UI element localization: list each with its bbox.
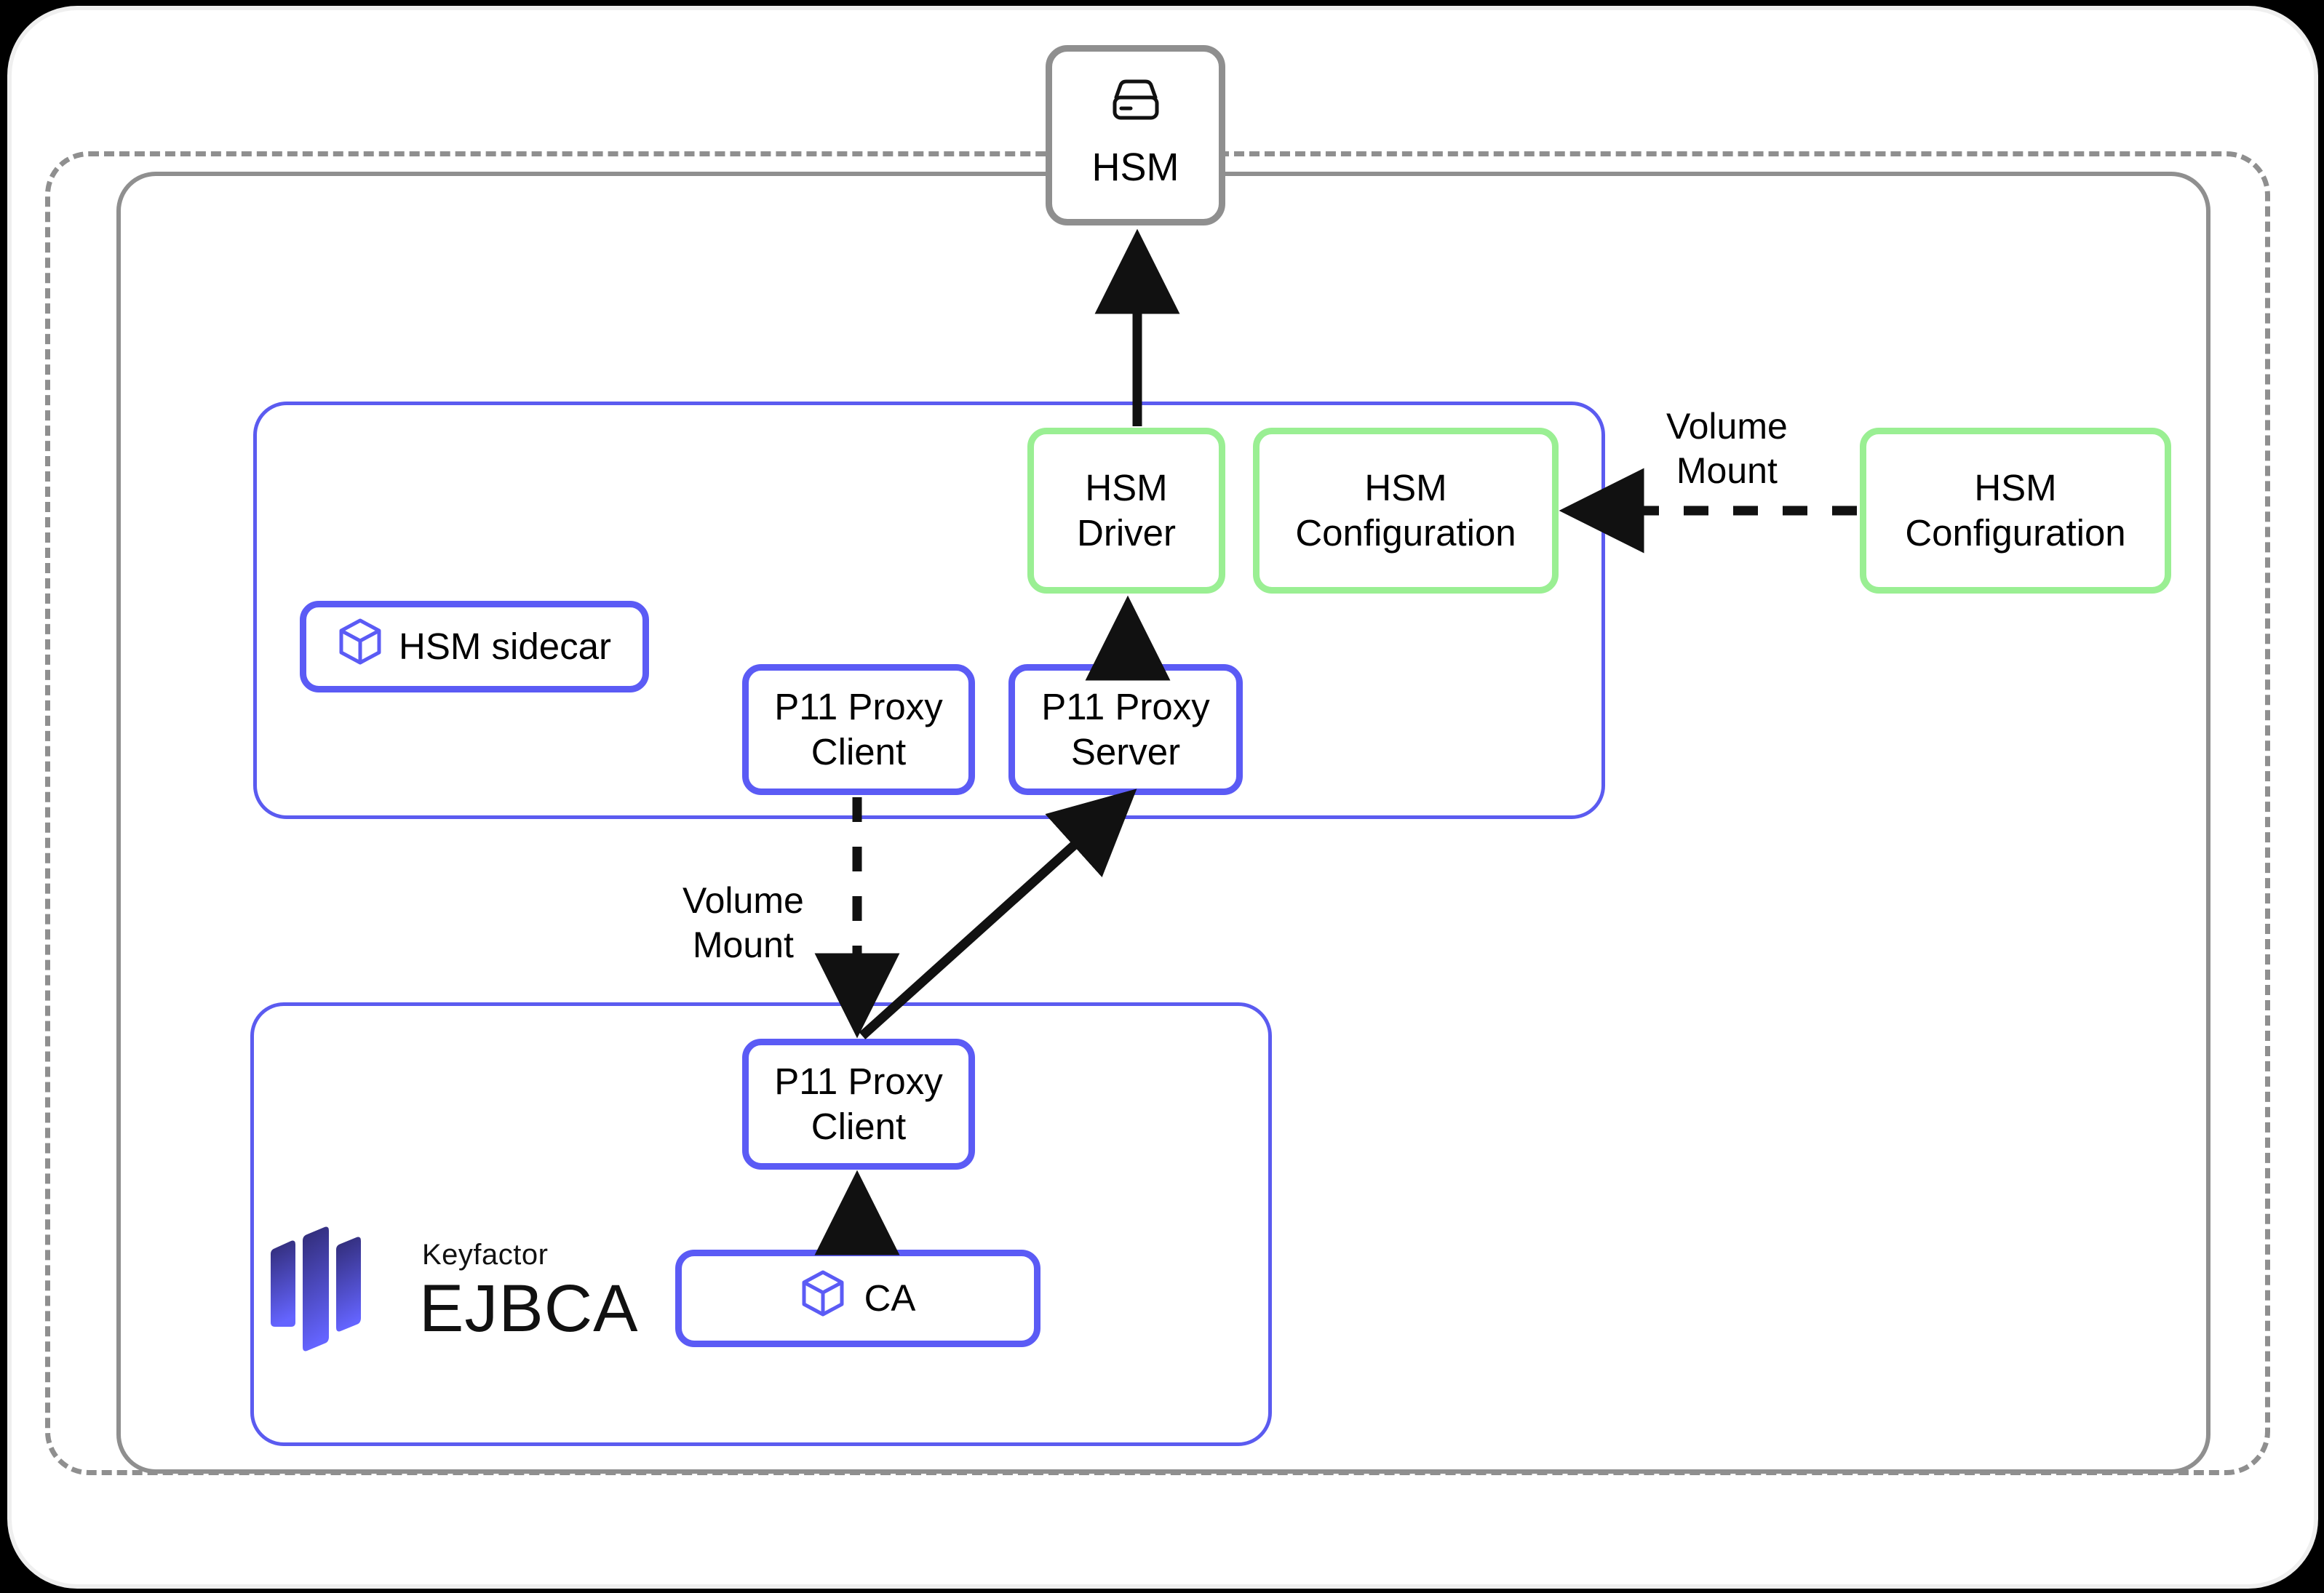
ejbca-group-boundary — [250, 1002, 1272, 1446]
node-hsm-configuration-outer-label-line2: Configuration — [1905, 512, 2126, 554]
node-p11-proxy-client-top-label-line2: Client — [811, 731, 907, 772]
node-hsm-label: HSM — [1091, 145, 1179, 189]
node-p11-proxy-server-label-line2: Server — [1070, 731, 1181, 772]
node-hsm-configuration-outer-label-line1: HSM — [1974, 466, 2057, 508]
edge-label-volume-mount-vertical: Volume Mount — [683, 879, 804, 967]
node-p11-proxy-server-label-line1: P11 Proxy — [1041, 685, 1210, 727]
node-hsm-configuration-inner[interactable]: HSM Configuration — [1253, 428, 1559, 594]
node-hsm-driver[interactable]: HSM Driver — [1027, 428, 1225, 594]
node-hsm-configuration-inner-label-line2: Configuration — [1295, 512, 1516, 554]
node-p11-proxy-client-bottom-label-line1: P11 Proxy — [774, 1060, 943, 1102]
node-hsm-configuration-inner-label-line1: HSM — [1364, 466, 1447, 508]
hsm-device-icon — [1109, 79, 1163, 134]
edge-label-volume-mount-vertical-line1: Volume — [683, 880, 804, 921]
edge-label-volume-mount-horizontal: Volume Mount — [1666, 404, 1788, 493]
node-p11-proxy-server[interactable]: P11 Proxy Server — [1008, 664, 1243, 795]
edge-label-volume-mount-horizontal-line1: Volume — [1666, 406, 1788, 447]
keyfactor-mark-icon — [262, 1221, 400, 1362]
edge-label-volume-mount-vertical-line2: Mount — [692, 925, 794, 965]
node-ca[interactable]: CA — [675, 1250, 1040, 1347]
keyfactor-ejbca-logo: Keyfactor EJBCA — [262, 1207, 638, 1375]
keyfactor-brand-text: Keyfactor — [422, 1239, 549, 1271]
ejbca-wordmark: Keyfactor EJBCA — [419, 1240, 639, 1342]
node-hsm[interactable]: HSM — [1046, 45, 1225, 225]
node-p11-proxy-client-top-label-line1: P11 Proxy — [774, 685, 943, 727]
node-p11-proxy-client-bottom-label-line2: Client — [811, 1106, 907, 1147]
node-ca-label: CA — [864, 1277, 916, 1319]
node-hsm-driver-label-line2: Driver — [1077, 512, 1176, 554]
node-p11-proxy-client-top[interactable]: P11 Proxy Client — [742, 664, 975, 795]
edge-label-volume-mount-horizontal-line2: Mount — [1676, 450, 1778, 491]
node-hsm-sidecar[interactable]: HSM sidecar — [300, 601, 649, 692]
node-hsm-driver-label-line1: HSM — [1085, 466, 1168, 508]
node-hsm-sidecar-label: HSM sidecar — [399, 625, 611, 667]
ejbca-product-text: EJBCA — [419, 1271, 639, 1346]
cube-icon — [800, 1269, 845, 1328]
node-hsm-configuration-outer[interactable]: HSM Configuration — [1860, 428, 2171, 594]
cube-icon — [338, 618, 383, 676]
node-p11-proxy-client-bottom[interactable]: P11 Proxy Client — [742, 1039, 975, 1170]
